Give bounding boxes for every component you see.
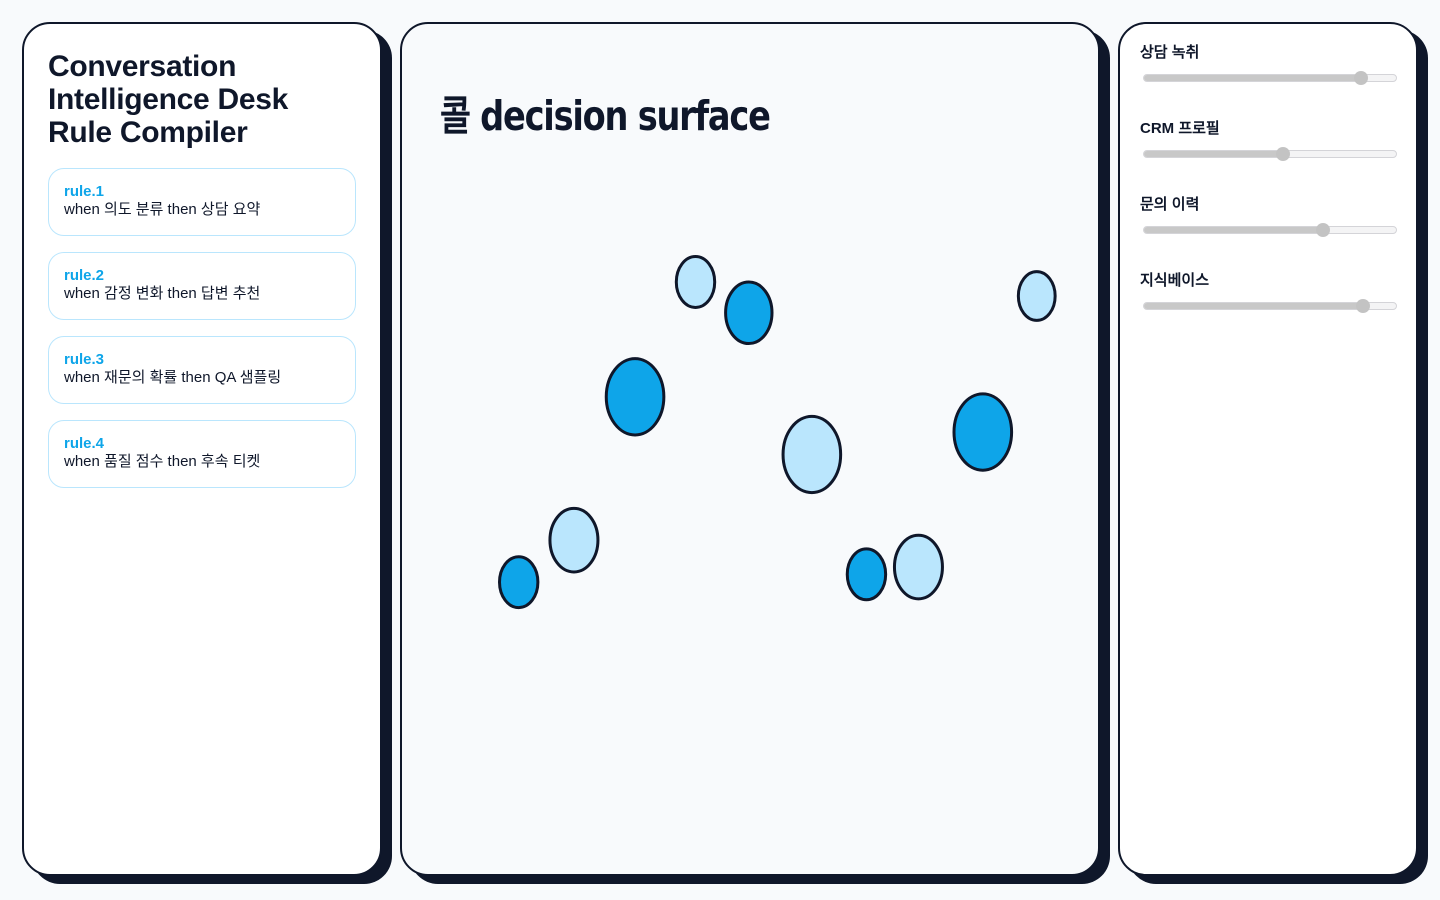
- decision-surface-panel: 콜 decision surface: [400, 22, 1100, 876]
- control-knowledge-base: 지식베이스: [1140, 272, 1400, 313]
- page-title: Conversation Intelligence Desk Rule Comp…: [48, 50, 368, 149]
- scatter-point-2[interactable]: [724, 280, 774, 346]
- rule-text: when 품질 점수 then 후속 티켓: [64, 453, 261, 470]
- scatter-point-7[interactable]: [548, 506, 600, 574]
- slider-fill: [1144, 75, 1361, 81]
- scatter-point-9[interactable]: [845, 547, 888, 602]
- rule-card-3[interactable]: rule.3 when 재문의 확률 then QA 샘플링: [48, 336, 356, 404]
- slider-thumb[interactable]: [1356, 299, 1371, 313]
- surface-title: 콜 decision surface: [440, 92, 771, 140]
- scatter-point-1[interactable]: [674, 255, 717, 309]
- rule-id: rule.3: [64, 351, 105, 368]
- call-recording-slider[interactable]: [1143, 71, 1397, 85]
- rule-text: when 의도 분류 then 상담 요약: [64, 201, 261, 218]
- slider-fill: [1144, 151, 1283, 157]
- title-line-3: Rule Compiler: [48, 116, 248, 149]
- knowledge-base-slider[interactable]: [1143, 299, 1397, 313]
- slider-thumb[interactable]: [1275, 147, 1290, 161]
- control-label: 상담 녹취: [1140, 44, 1200, 61]
- rule-id: rule.4: [64, 435, 105, 452]
- rule-list-panel: Conversation Intelligence Desk Rule Comp…: [22, 22, 382, 876]
- control-call-recording: 상담 녹취: [1140, 44, 1400, 85]
- title-line-1: Conversation: [48, 50, 237, 83]
- slider-thumb[interactable]: [1315, 223, 1330, 237]
- rule-card-1[interactable]: rule.1 when 의도 분류 then 상담 요약: [48, 168, 356, 236]
- control-inquiry-history: 문의 이력: [1140, 196, 1400, 237]
- rule-id: rule.2: [64, 267, 105, 284]
- rule-text: when 감정 변화 then 답변 추천: [64, 285, 261, 302]
- control-label: CRM 프로필: [1140, 120, 1220, 137]
- control-label: 문의 이력: [1140, 196, 1200, 213]
- scatter-point-3[interactable]: [604, 357, 666, 437]
- control-label: 지식베이스: [1140, 272, 1210, 289]
- slider-fill: [1144, 303, 1364, 309]
- crm-profile-slider[interactable]: [1143, 147, 1397, 161]
- scatter-point-5[interactable]: [1016, 270, 1057, 322]
- rule-card-4[interactable]: rule.4 when 품질 점수 then 후속 티켓: [48, 420, 356, 488]
- scatter-point-10[interactable]: [892, 533, 944, 601]
- rule-text: when 재문의 확률 then QA 샘플링: [64, 369, 282, 386]
- source-weights-panel: 상담 녹취 CRM 프로필 문의 이력 지식베이스: [1118, 22, 1418, 876]
- control-crm-profile: CRM 프로필: [1140, 120, 1400, 161]
- rule-card-2[interactable]: rule.2 when 감정 변화 then 답변 추천: [48, 252, 356, 320]
- scatter-point-8[interactable]: [498, 555, 540, 610]
- scatter-point-6[interactable]: [952, 392, 1014, 472]
- slider-thumb[interactable]: [1353, 71, 1368, 85]
- inquiry-history-slider[interactable]: [1143, 223, 1397, 237]
- rule-id: rule.1: [64, 183, 105, 200]
- decision-surface-chart[interactable]: [402, 24, 1098, 874]
- scatter-point-4[interactable]: [781, 414, 843, 495]
- slider-fill: [1144, 227, 1323, 233]
- title-line-2: Intelligence Desk: [48, 83, 288, 116]
